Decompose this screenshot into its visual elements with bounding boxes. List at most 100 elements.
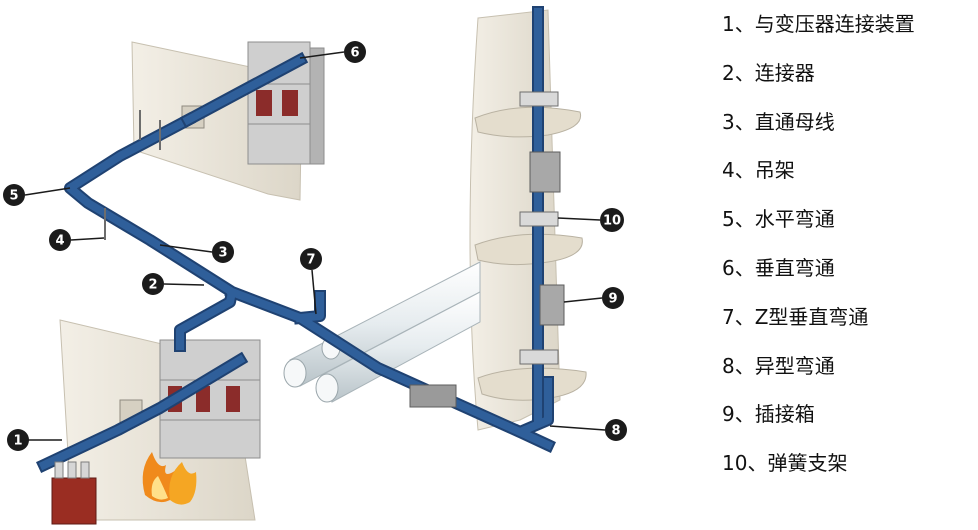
legend-label: Z型垂直弯通: [754, 304, 869, 329]
legend-item: 10、弹簧支架: [722, 447, 972, 496]
callout-badge: [3, 184, 25, 206]
callout-4: 4: [49, 229, 105, 251]
callout-number: 8: [611, 424, 620, 439]
callout-badge: [300, 248, 322, 270]
callout-5: 5: [3, 184, 71, 206]
legend-separator: 、: [734, 304, 755, 329]
legend-item: 2、连接器: [722, 57, 972, 106]
legend-item: 5、水平弯通: [722, 203, 972, 252]
legend-number: 6: [722, 255, 735, 280]
legend-label: 垂直弯通: [754, 255, 835, 280]
callout-number: 7: [306, 253, 315, 268]
callout-badge: [600, 208, 624, 232]
legend-item: 3、直通母线: [722, 106, 972, 155]
legend-label: 吊架: [754, 158, 795, 183]
legend-item: 7、Z型垂直弯通: [722, 301, 972, 350]
spring-support-1: [519, 91, 559, 107]
callout-3: 3: [159, 241, 234, 263]
legend-label: 直通母线: [754, 109, 835, 134]
callout-number: 3: [218, 246, 227, 261]
legend-label: 插接箱: [754, 402, 815, 427]
callout-badge: [49, 229, 71, 251]
callout-leader: [311, 269, 317, 315]
cabinet-upper-side: [309, 47, 325, 165]
legend-item: 1、与变压器连接装置: [722, 8, 972, 57]
legend-separator: 、: [734, 12, 755, 36]
busway-layout-drawing: 1 2 3 4 5 6 7: [3, 6, 627, 525]
pipe-lower-end: [315, 373, 339, 403]
callout-number: 2: [148, 278, 157, 293]
spring-support-3: [519, 349, 559, 365]
callout-badge: [212, 241, 234, 263]
legend-separator: 、: [734, 60, 755, 85]
legend-separator: 、: [734, 207, 755, 232]
flame: [169, 462, 197, 505]
plug-in-box-floor: [409, 384, 457, 408]
transformer-terminal: [80, 461, 90, 479]
cabinet-upper-panel: [256, 90, 272, 116]
component-legend: 1、与变压器连接装置 2、连接器 3、直通母线 4、吊架 5、水平弯通 6、垂直…: [722, 8, 972, 496]
legend-label: 弹簧支架: [767, 451, 848, 476]
plug-in-box-icon: [409, 151, 565, 408]
callout-leader: [24, 187, 71, 196]
callout-leader: [557, 217, 601, 221]
legend-separator: 、: [734, 109, 755, 134]
legend-item: 9、插接箱: [722, 398, 972, 447]
callout-1: 1: [7, 429, 62, 451]
legend-separator: 、: [734, 402, 755, 427]
transformer-body: [51, 477, 97, 525]
plug-in-box-lower: [539, 284, 565, 326]
callout-2: 2: [142, 273, 205, 295]
legend-separator: 、: [734, 255, 755, 280]
callout-leader: [563, 297, 603, 303]
legend-number: 2: [722, 60, 735, 85]
callout-6: 6: [299, 41, 366, 63]
transformer-terminal: [67, 461, 77, 479]
floor-slab-2: [474, 233, 583, 266]
callout-badge: [602, 287, 624, 309]
callout-number: 6: [350, 46, 359, 61]
fire-icon: [142, 452, 197, 505]
plug-in-box-upper: [529, 151, 561, 193]
legend-number: 1: [722, 12, 735, 36]
legend-label: 水平弯通: [754, 207, 835, 232]
callout-number: 10: [603, 214, 621, 229]
callout-number: 1: [13, 434, 22, 449]
legend-item: 8、异型弯通: [722, 350, 972, 399]
flame: [142, 452, 177, 503]
cabinet-upper-panel: [282, 90, 298, 116]
callout-badge: [344, 41, 366, 63]
callout-badge: [605, 419, 627, 441]
callout-leader: [163, 283, 205, 286]
legend-number: 8: [722, 353, 735, 378]
legend-separator: 、: [734, 158, 755, 183]
cabinet-lower-panel: [226, 386, 240, 412]
callout-badge: [142, 273, 164, 295]
cabinet-icon: [247, 41, 325, 165]
legend-label: 异型弯通: [754, 353, 835, 378]
busway-upper-cabinet-top: [182, 54, 306, 126]
pipe-upper-end: [283, 358, 307, 388]
callout-number: 9: [608, 292, 617, 307]
legend-item: 4、吊架: [722, 154, 972, 203]
cabinet-lower-panel: [196, 386, 210, 412]
busway-transformer-top: [38, 354, 246, 471]
legend-number: 10: [722, 451, 748, 476]
callout-10: 10: [557, 208, 624, 232]
hanger-icon: [104, 110, 161, 240]
legend-item: 6、垂直弯通: [722, 252, 972, 301]
legend-number: 7: [722, 304, 735, 329]
pipes: [283, 261, 481, 403]
legend-number: 3: [722, 109, 735, 134]
legend-number: 4: [722, 158, 735, 183]
legend-separator: 、: [734, 353, 755, 378]
spring-support-icon: [519, 91, 559, 365]
callout-8: 8: [549, 419, 627, 441]
transformer-icon: [51, 461, 97, 525]
legend-number: 5: [722, 207, 735, 232]
legend-separator: 、: [747, 451, 768, 476]
transformer-terminal: [54, 461, 64, 479]
callout-number: 5: [9, 189, 18, 204]
legend-label: 连接器: [754, 60, 815, 85]
floor-slab-1: [474, 106, 582, 138]
